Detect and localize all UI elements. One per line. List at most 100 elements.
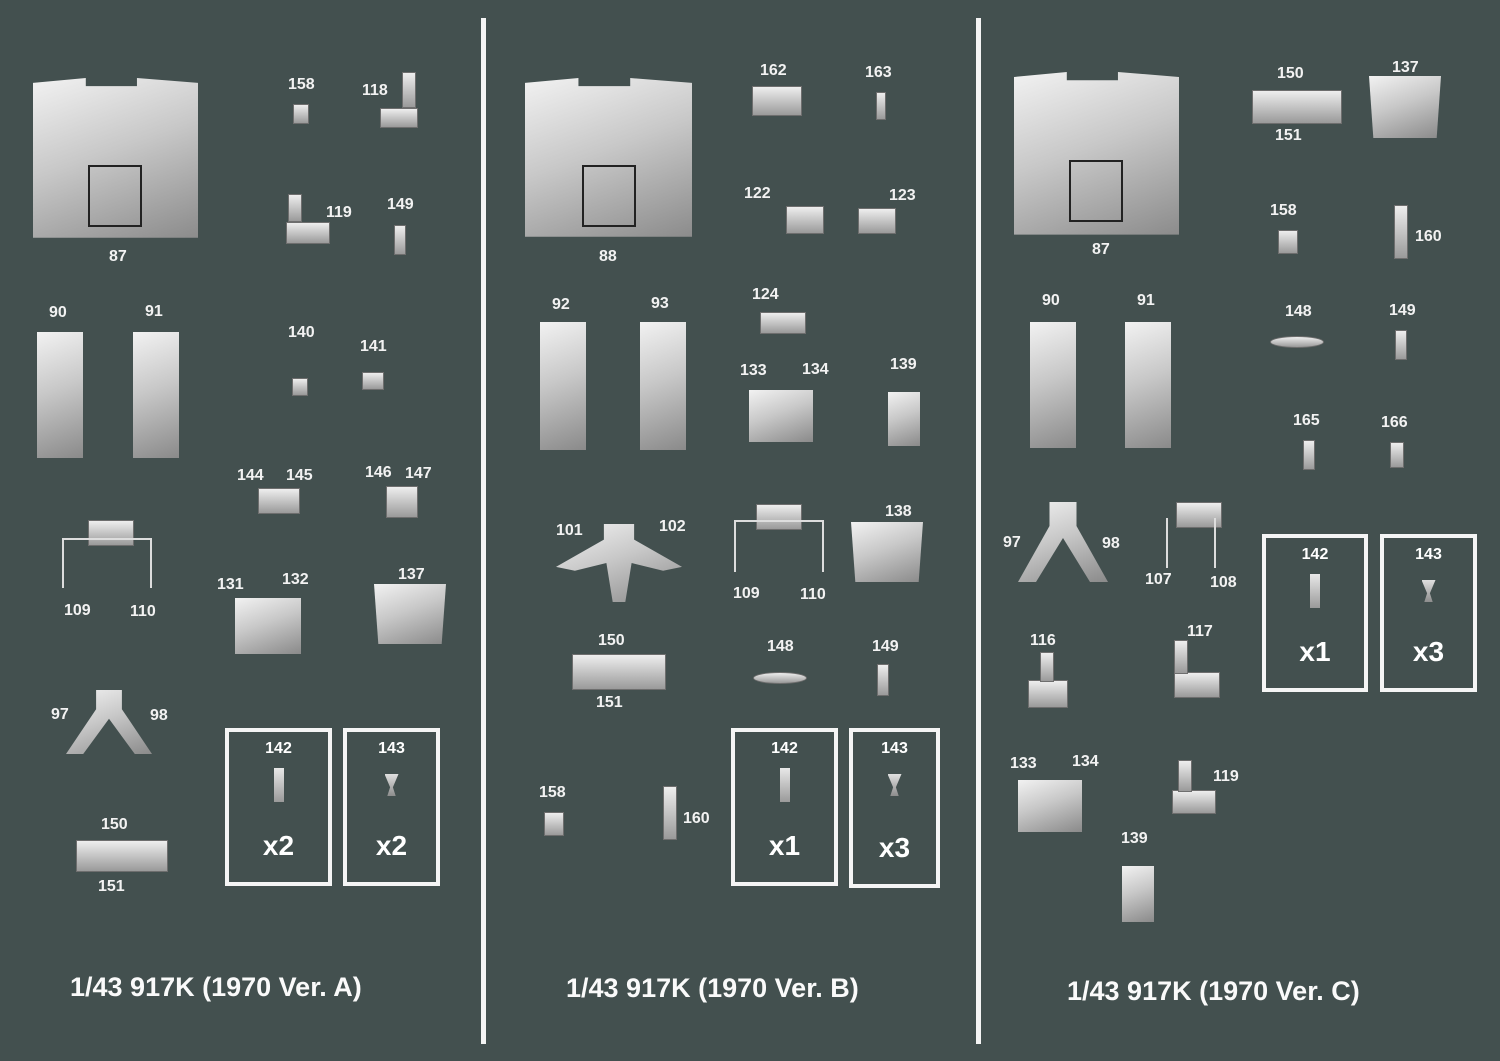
part-166: [1390, 442, 1404, 468]
part-109-110: [88, 520, 134, 546]
quantity-box: 143 x3: [849, 728, 940, 888]
part-97-98: [66, 690, 152, 754]
box-part-number: 143: [881, 740, 908, 757]
part-160: [1394, 205, 1408, 259]
part-131-132: [235, 598, 301, 654]
part-label: 90: [1042, 292, 1060, 309]
part-label: 134: [802, 361, 829, 378]
wire-frame: [62, 538, 152, 588]
box-quantity: x1: [768, 830, 801, 861]
panel-title: 1/43 917K (1970 Ver. B): [566, 973, 859, 1003]
part-139: [888, 392, 920, 446]
part-149: [1395, 330, 1407, 360]
quantity-box: 143 x3: [1380, 534, 1477, 692]
part-158: [1278, 230, 1298, 254]
part-label: 98: [1102, 535, 1120, 552]
part-label: 151: [98, 878, 125, 895]
side-pod-part: [640, 322, 686, 450]
part-label: 123: [889, 187, 916, 204]
box-part-number: 143: [1415, 546, 1442, 563]
part-139: [1122, 866, 1154, 922]
part-label: 137: [1392, 59, 1419, 76]
part-label: 146: [365, 464, 392, 481]
panel-divider-left: [481, 18, 486, 1044]
part-label: 133: [740, 362, 767, 379]
part-137: [374, 584, 446, 644]
part-label: 108: [1210, 574, 1237, 591]
part-133-134: [1018, 780, 1082, 832]
part-158: [293, 104, 309, 124]
box-part-number: 143: [378, 740, 405, 757]
part-label: 145: [286, 467, 313, 484]
part-label: 149: [872, 638, 899, 655]
part-119-tag: [1178, 760, 1192, 792]
part-label: 139: [890, 356, 917, 373]
part-label: 149: [1389, 302, 1416, 319]
part-label: 165: [1293, 412, 1320, 429]
part-label: 101: [556, 522, 583, 539]
part-label: 118: [362, 82, 388, 99]
part-142-icon: [273, 768, 284, 802]
part-label: 141: [360, 338, 387, 355]
part-97-98: [1018, 502, 1108, 582]
part-117: [1174, 672, 1220, 698]
part-144-145: [258, 488, 300, 514]
part-label: 158: [539, 784, 566, 801]
quantity-box: 143 x2: [343, 728, 440, 886]
part-label: 134: [1072, 753, 1099, 770]
part-label: 149: [387, 196, 414, 213]
part-label: 90: [49, 304, 67, 321]
shell-opening: [88, 165, 142, 227]
part-label: 151: [596, 694, 623, 711]
quantity-box: 142 x2: [225, 728, 332, 886]
part-142-icon: [779, 768, 790, 802]
part-138: [851, 522, 923, 582]
part-119-tag: [288, 194, 302, 222]
box-quantity: x3: [1412, 636, 1445, 667]
part-label: 116: [1030, 632, 1056, 649]
part-label: 166: [1381, 414, 1408, 431]
part-137: [1369, 76, 1441, 138]
panel-divider-right: [976, 18, 981, 1044]
part-label: 98: [150, 707, 168, 724]
wire-frame: [1166, 518, 1216, 568]
part-label: 158: [1270, 202, 1297, 219]
part-label: 147: [405, 465, 432, 482]
panel-title: 1/43 917K (1970 Ver. C): [1067, 976, 1360, 1006]
body-shell-part: [525, 78, 692, 237]
side-pod-part: [540, 322, 586, 450]
body-shell-part: [33, 78, 198, 238]
part-118: [380, 108, 418, 128]
part-143-icon: [887, 774, 902, 796]
part-label: 144: [237, 467, 264, 484]
side-pod-part: [1030, 322, 1076, 448]
part-label: 107: [1145, 571, 1172, 588]
part-label: 91: [145, 303, 163, 320]
part-116-tag: [1040, 652, 1054, 682]
part-label: 109: [64, 602, 91, 619]
shell-opening: [1069, 160, 1123, 222]
part-140: [292, 378, 308, 396]
part-133-134: [749, 390, 813, 442]
part-label: 97: [1003, 534, 1021, 551]
box-quantity: x2: [375, 830, 408, 861]
wire-frame: [734, 520, 824, 572]
part-label: 88: [599, 248, 617, 265]
part-117-tag: [1174, 640, 1188, 674]
part-146-147: [386, 486, 418, 518]
box-part-number: 142: [1301, 546, 1329, 563]
part-label: 122: [744, 185, 771, 202]
part-label: 140: [288, 324, 315, 341]
part-119: [1172, 790, 1216, 814]
part-label: 150: [1277, 65, 1304, 82]
panel-title: 1/43 917K (1970 Ver. A): [70, 972, 362, 1002]
part-label: 91: [1137, 292, 1155, 309]
part-label: 93: [651, 295, 669, 312]
quantity-box: 142 x1: [731, 728, 838, 886]
side-pod-part: [37, 332, 83, 458]
part-label: 160: [683, 810, 710, 827]
part-165: [1303, 440, 1315, 470]
box-part-number: 142: [265, 740, 292, 757]
box-quantity: x1: [1299, 636, 1331, 667]
part-label: 138: [885, 503, 912, 520]
